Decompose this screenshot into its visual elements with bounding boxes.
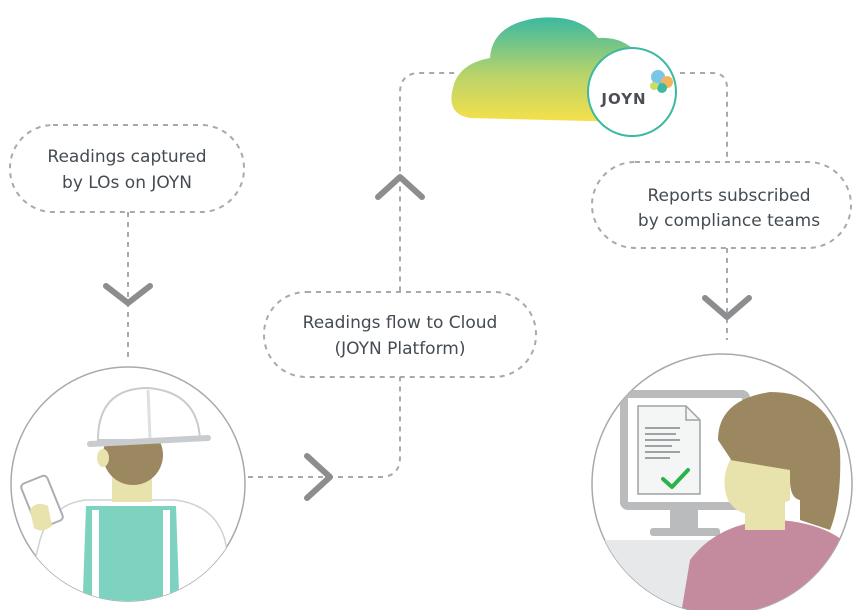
chevron-up-icon <box>375 174 425 200</box>
cloud-brand-label: JOYN <box>600 90 646 108</box>
chevron-right-icon <box>304 453 333 501</box>
step-reports-bubble: Reports subscribed by compliance teams <box>591 161 852 249</box>
connector-lines <box>127 72 728 478</box>
step-capture-line1: Readings captured <box>47 147 206 167</box>
step-capture-line2: by LOs on JOYN <box>62 173 192 193</box>
joyn-logo-icon <box>650 70 673 93</box>
connector-to-cloud <box>248 72 455 478</box>
field-worker-illustration <box>10 366 246 602</box>
checkmark-icon <box>661 468 690 489</box>
step-flow-bubble: Readings flow to Cloud (JOYN Platform) <box>263 291 537 378</box>
step-flow-line1: Readings flow to Cloud <box>303 313 498 333</box>
connector-from-cloud <box>680 72 728 162</box>
chevron-down-icon <box>702 295 752 320</box>
chevron-down-icon <box>103 283 153 306</box>
step-capture-bubble: Readings captured by LOs on JOYN <box>9 124 245 213</box>
step-reports-line1: Reports subscribed <box>648 186 811 206</box>
compliance-team-illustration <box>591 353 853 610</box>
step-flow-line2: (JOYN Platform) <box>335 339 466 359</box>
cloud-icon: JOYN <box>451 17 677 137</box>
report-document-icon <box>637 405 701 495</box>
step-reports-line2: by compliance teams <box>638 211 820 231</box>
